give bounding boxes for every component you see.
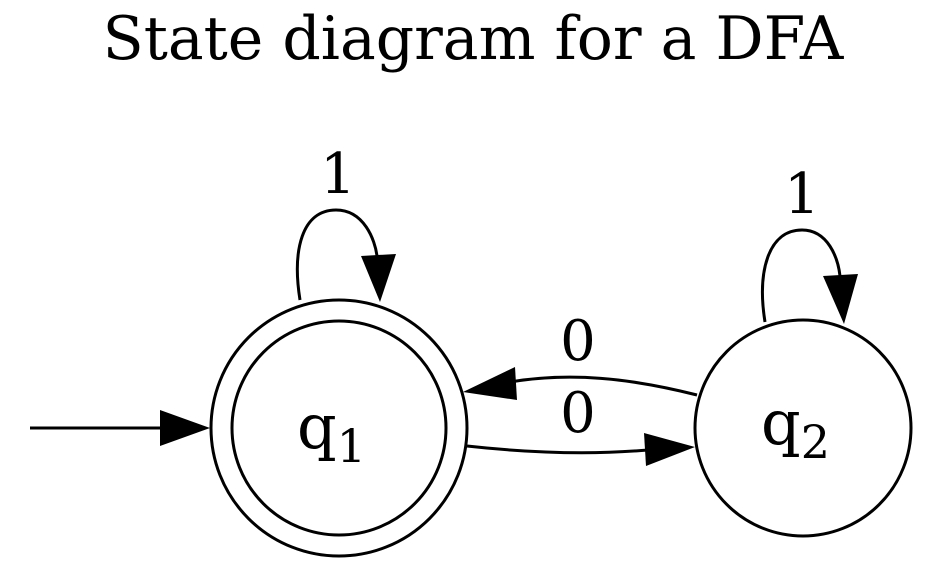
transition-q2-q1-label: 0 — [560, 309, 596, 374]
state-q1-name: q — [297, 390, 337, 463]
state-q2-circle — [693, 318, 913, 538]
state-q1-label: q1 — [297, 390, 366, 473]
state-q2: q2 — [693, 318, 913, 538]
state-q2-subscript: 2 — [801, 415, 830, 469]
transition-q2-q2-label: 1 — [784, 162, 820, 227]
transition-q2-q2: 1 — [761, 162, 858, 324]
transition-q1-q2-label: 0 — [560, 381, 596, 446]
state-q2-label: q2 — [761, 386, 830, 469]
state-q1: q1 — [209, 298, 469, 558]
diagram-title: State diagram for a DFA — [102, 4, 844, 74]
state-q1-outer-circle — [209, 298, 469, 558]
state-q1-subscript: 1 — [337, 419, 366, 473]
transition-q1-q1-label: 1 — [320, 142, 356, 207]
transition-q1-q2: 0 — [466, 381, 695, 466]
transition-q1-q1: 1 — [295, 142, 396, 302]
start-arrow — [30, 410, 210, 446]
state-q1-inner-circle — [230, 319, 448, 537]
state-q2-name: q — [761, 386, 801, 459]
transition-q2-q1: 0 — [463, 309, 698, 400]
